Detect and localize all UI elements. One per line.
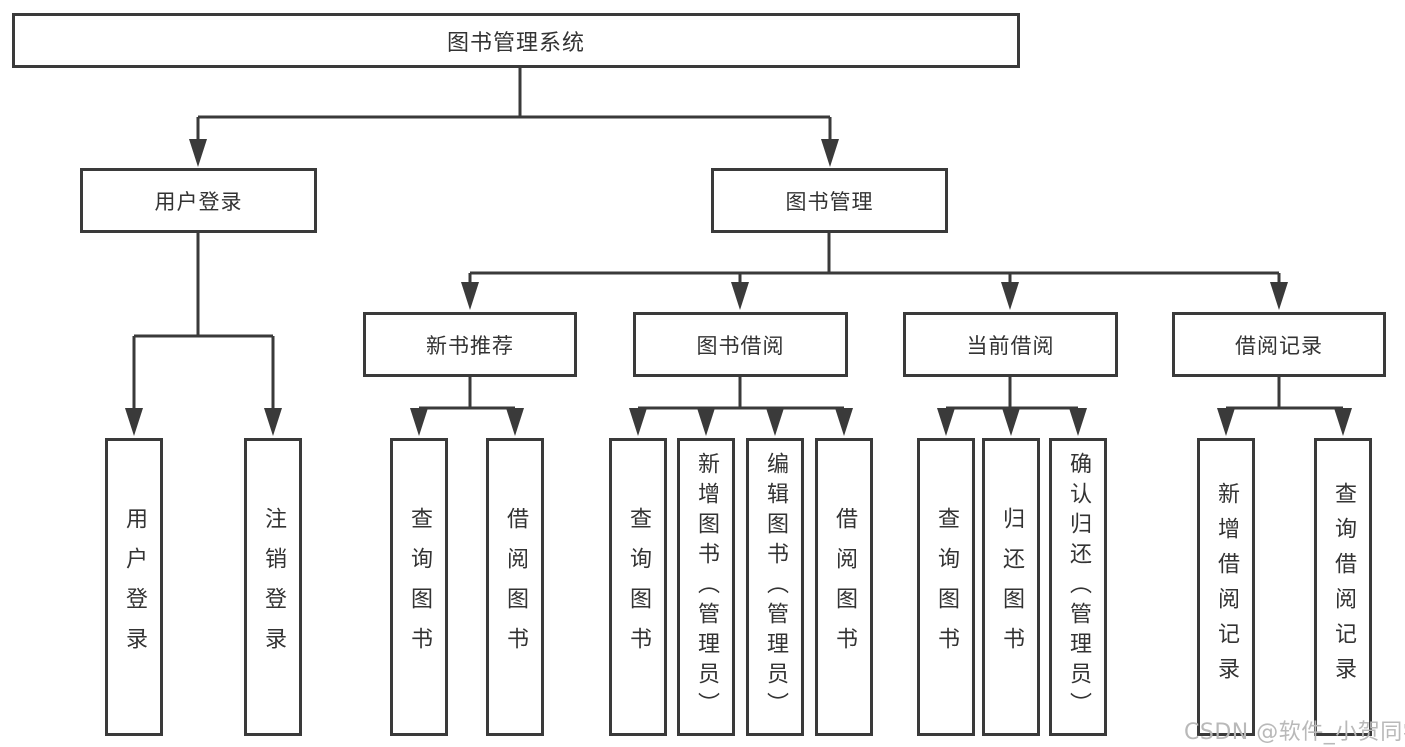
- arrowhead: [821, 139, 839, 167]
- node-label: 新增图书（管理员）: [694, 452, 719, 722]
- node-label: 编辑图书（管理员）: [763, 452, 788, 722]
- node-label: 图书管理系统: [446, 30, 585, 56]
- node-label: 查询图书: [407, 507, 432, 667]
- node-label: 图书借阅: [696, 333, 785, 358]
- arrowhead: [461, 282, 479, 310]
- node-label: 图书管理: [785, 189, 874, 214]
- csdn-watermark: CSDN @软件_小贺同学: [1184, 720, 1405, 745]
- node-new-book-recommendation: 新书推荐: [363, 312, 577, 377]
- connector-book-borrowing-to-children: [629, 377, 853, 436]
- connector-new-book-recommendation-to-children: [410, 377, 524, 436]
- connector-root-to-level1: [189, 68, 839, 167]
- arrowhead: [264, 408, 282, 436]
- node-borrowing-records: 借阅记录: [1172, 312, 1386, 377]
- connector-borrowing-records-to-children: [1217, 377, 1352, 436]
- node-label: 借阅记录: [1235, 333, 1323, 358]
- leaf-query-books-recommendation: 查询图书: [390, 438, 448, 736]
- arrowhead: [697, 408, 715, 436]
- node-library-management-system: 图书管理系统: [12, 13, 1020, 68]
- node-label: 新书推荐: [426, 333, 514, 358]
- arrowhead: [1069, 408, 1087, 436]
- leaf-return-books: 归还图书: [982, 438, 1040, 736]
- arrowhead: [410, 408, 428, 436]
- node-label: 确认归还（管理员）: [1066, 452, 1091, 722]
- node-label: 查询借阅记录: [1331, 482, 1356, 692]
- leaf-borrow-books-borrowing: 借阅图书: [815, 438, 873, 736]
- node-user-login: 用户登录: [80, 168, 317, 233]
- leaf-add-borrow-record: 新增借阅记录: [1197, 438, 1255, 736]
- node-label: 查询图书: [626, 507, 651, 667]
- node-current-borrowing: 当前借阅: [903, 312, 1118, 377]
- node-label: 归还图书: [999, 507, 1024, 667]
- arrowhead: [189, 139, 207, 167]
- node-label: 当前借阅: [966, 333, 1055, 358]
- connector-user-login-to-children: [125, 233, 282, 436]
- leaf-borrow-books-recommendation: 借阅图书: [486, 438, 544, 736]
- arrowhead: [1001, 282, 1019, 310]
- leaf-confirm-return-admin: 确认归还（管理员）: [1049, 438, 1107, 736]
- node-label: 用户登录: [154, 189, 243, 214]
- connector-current-borrowing-to-children: [937, 377, 1087, 436]
- arrowhead: [835, 408, 853, 436]
- arrowhead: [1270, 282, 1288, 310]
- leaf-query-borrow-record: 查询借阅记录: [1314, 438, 1372, 736]
- arrowhead: [125, 408, 143, 436]
- leaf-logout: 注销登录: [244, 438, 302, 736]
- leaf-add-books-admin: 新增图书（管理员）: [677, 438, 735, 736]
- arrowhead: [731, 282, 749, 310]
- leaf-edit-books-admin: 编辑图书（管理员）: [746, 438, 804, 736]
- leaf-query-books-borrowing: 查询图书: [609, 438, 667, 736]
- arrowhead: [629, 408, 647, 436]
- leaf-query-books-current: 查询图书: [917, 438, 975, 736]
- arrowhead: [506, 408, 524, 436]
- node-label: 注销登录: [261, 507, 286, 667]
- arrowhead: [1217, 408, 1235, 436]
- leaf-user-login: 用户登录: [105, 438, 163, 736]
- arrowhead: [1334, 408, 1352, 436]
- connector-book-management-to-level2: [461, 233, 1288, 310]
- node-label: 新增借阅记录: [1214, 482, 1239, 692]
- node-book-borrowing: 图书借阅: [633, 312, 848, 377]
- node-label: 查询图书: [934, 507, 959, 667]
- node-label: 借阅图书: [503, 507, 528, 667]
- arrowhead: [937, 408, 955, 436]
- node-label: 借阅图书: [832, 507, 857, 667]
- arrowhead: [766, 408, 784, 436]
- node-label: 用户登录: [122, 507, 147, 667]
- node-book-management: 图书管理: [711, 168, 948, 233]
- arrowhead: [1002, 408, 1020, 436]
